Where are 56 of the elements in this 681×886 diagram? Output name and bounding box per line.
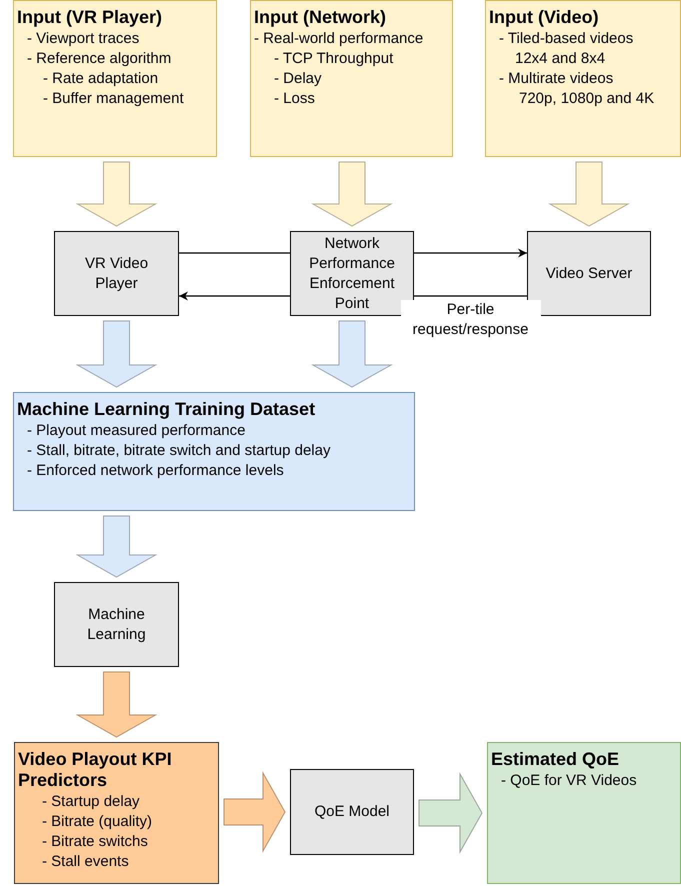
bullet-item: - Bitrate (quality) <box>41 812 154 832</box>
connector-line <box>179 252 290 254</box>
bullet-item: - Enforced network performance levels <box>26 461 285 481</box>
arrow <box>414 248 527 258</box>
dataset-panel <box>13 392 415 511</box>
box-label: Network Performance Enforcement Point <box>308 234 396 314</box>
output-panel <box>487 742 681 884</box>
connector-line <box>414 295 527 297</box>
bullet-item: - Viewport traces <box>26 29 140 49</box>
bullet-item: - Startup delay <box>41 792 141 812</box>
block-arrow <box>418 772 483 854</box>
block-arrow <box>224 771 286 853</box>
bullet-item: - Loss <box>273 89 316 109</box>
block-arrow <box>311 320 393 388</box>
process-box <box>290 231 414 316</box>
bullet-item: 720p, 1080p and 4K <box>518 89 656 109</box>
block-arrow <box>548 162 630 227</box>
arrow <box>179 292 290 300</box>
bullet-item: - Stall events <box>41 852 130 872</box>
panel-heading: Input (VR Player) <box>17 7 164 28</box>
bullet-item: - Delay <box>273 69 323 89</box>
panel-heading: Video Playout KPI Predictors <box>18 749 173 791</box>
block-arrow <box>76 672 158 738</box>
bullet-item: - Real-world performance <box>254 29 424 49</box>
panel-heading: Machine Learning Training Dataset <box>17 399 316 420</box>
bullet-item: - Reference algorithm <box>26 49 172 69</box>
bullet-item: - Rate adaptation <box>42 69 160 89</box>
bullet-item: - Stall, bitrate, bitrate switch and startup delay <box>26 441 332 461</box>
block-arrow <box>76 162 158 227</box>
input-panel <box>13 0 217 157</box>
bullet-item: - TCP Throughput <box>273 49 394 69</box>
bullet-item: - Bitrate switchs <box>41 832 149 852</box>
bullet-item: - QoE for VR Videos <box>500 771 638 791</box>
bullet-item: - Multirate videos <box>498 69 614 89</box>
process-box <box>54 231 179 316</box>
block-arrow <box>76 320 158 388</box>
process-box <box>527 231 651 316</box>
panel-heading: Input (Network) <box>254 7 387 28</box>
process-box <box>54 582 179 667</box>
edge-label: Per-tile request/response <box>400 300 540 340</box>
bullet-item: - Buffer management <box>42 89 185 109</box>
block-arrow <box>311 162 393 227</box>
predictors-panel <box>14 742 219 884</box>
box-label: Video Server <box>546 264 632 284</box>
box-label: VR Video Player <box>84 254 150 294</box>
bullet-item: - Playout measured performance <box>26 421 246 441</box>
input-panel <box>485 0 681 157</box>
panel-heading: Estimated QoE <box>491 749 620 770</box>
block-arrow <box>76 516 158 578</box>
bullet-item: - Tiled-based videos <box>498 29 634 49</box>
box-label: Machine Learning <box>86 604 147 644</box>
bullet-item: 12x4 and 8x4 <box>514 49 606 69</box>
panel-heading: Input (Video) <box>489 7 600 28</box>
input-panel <box>250 0 453 157</box>
box-label: QoE Model <box>314 802 390 822</box>
process-box <box>290 769 414 855</box>
